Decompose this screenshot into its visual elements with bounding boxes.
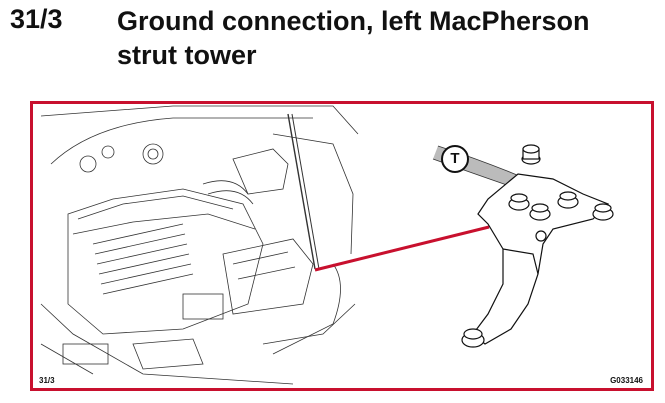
ground-bracket-drawing <box>432 144 614 348</box>
page-title: Ground connection, left MacPherson strut… <box>117 4 590 72</box>
section-number: 31/3 <box>10 4 63 34</box>
figure-ref-left: 31/3 <box>39 376 55 385</box>
engine-bay-illustration <box>40 105 614 385</box>
callout-leader-line <box>314 225 490 272</box>
tool-callout-icon: T <box>441 145 469 173</box>
engine-bay-drawing <box>40 105 359 385</box>
figure-ref-right: G033146 <box>610 376 643 385</box>
title-line-1: Ground connection, left MacPherson <box>117 6 590 36</box>
title-line-2: strut tower <box>117 40 257 70</box>
figure-frame: T 31/3 G033146 <box>30 101 654 391</box>
